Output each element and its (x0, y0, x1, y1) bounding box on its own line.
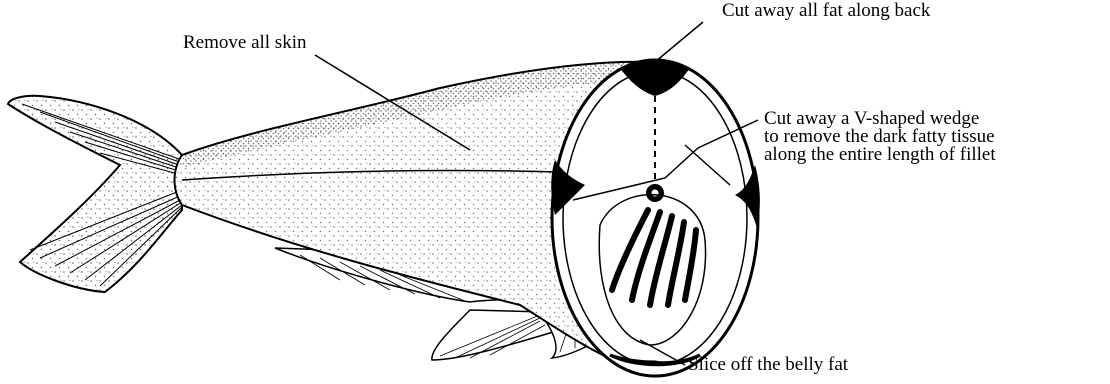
label-remove-skin: Remove all skin (183, 34, 306, 52)
label-belly-fat: Slice off the belly fat (688, 356, 848, 374)
tail-fin (8, 96, 182, 292)
label-back-fat: Cut away all fat along back (722, 2, 930, 20)
cross-section (551, 60, 760, 376)
leader-back-fat (655, 22, 703, 62)
label-v-wedge: Cut away a V-shaped wedge to remove the … (764, 110, 996, 164)
label-v-wedge-line3: along the entire length of fillet (764, 146, 996, 164)
